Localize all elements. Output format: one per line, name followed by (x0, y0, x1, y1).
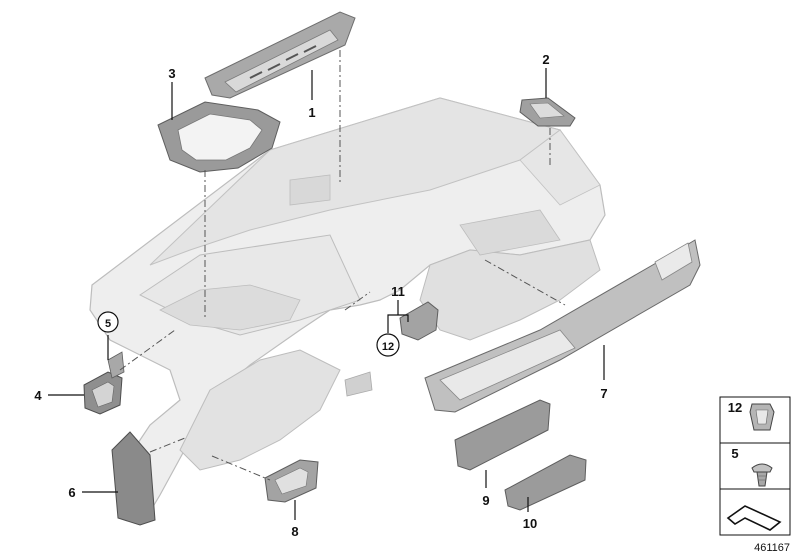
part-10-lower-trim (504, 454, 587, 511)
screw-icon (751, 463, 773, 487)
callout-6: 6 (68, 485, 75, 500)
assembly-lines (119, 50, 566, 481)
callout-8: 8 (291, 524, 298, 539)
part-4-left-vent (83, 351, 125, 415)
part-9-glovebox-lid (454, 399, 551, 471)
callout-12: 12 (382, 341, 394, 353)
callout-3: 3 (168, 66, 175, 81)
part-8-lower-bracket (264, 459, 319, 503)
fastener-legend: 12 5 (719, 396, 791, 536)
part-2-right-vent (519, 97, 576, 127)
bracket-arrow-icon (726, 505, 782, 531)
callout-10: 10 (523, 516, 537, 531)
legend-label-12: 12 (728, 400, 742, 415)
leader-lines (48, 68, 605, 520)
callout-1: 1 (308, 105, 315, 120)
part-7-right-decor-trim (424, 239, 701, 413)
part-1-center-vent-trim (204, 11, 356, 99)
callout-9: 9 (482, 493, 489, 508)
dashboard-carrier (89, 97, 606, 522)
callout-5-circle: 5 (97, 311, 119, 333)
callout-7: 7 (600, 386, 607, 401)
callout-12-circle: 12 (376, 333, 400, 357)
part-11-bracket (399, 301, 439, 341)
callout-2: 2 (542, 52, 549, 67)
part-6-side-panel (111, 431, 156, 526)
legend-label-5: 5 (731, 446, 738, 461)
clip-icon (749, 403, 775, 431)
callout-4: 4 (34, 388, 42, 403)
callout-11: 11 (391, 284, 405, 299)
part-3-cluster-frame (157, 101, 281, 173)
diagram-id: 461167 (754, 542, 790, 554)
callout-5: 5 (105, 318, 111, 330)
